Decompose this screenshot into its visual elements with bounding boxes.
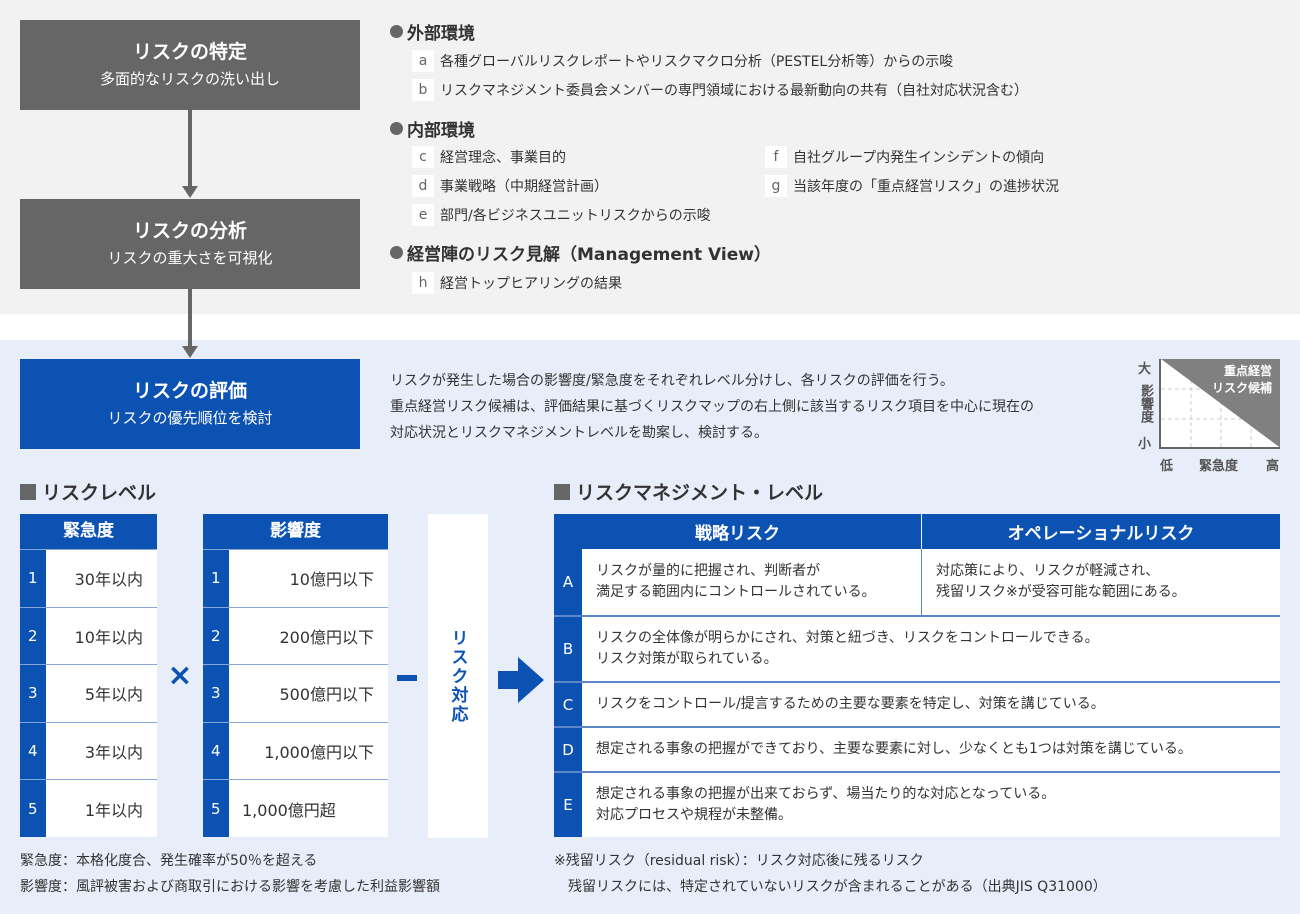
step-subtitle: リスクの重大さを可視化 bbox=[107, 249, 273, 267]
residual-risk-notes: ※残留リスク（residual risk）：リスク対応後に残るリスク 残留リスク… bbox=[554, 853, 1107, 895]
down-arrow-icon bbox=[182, 346, 198, 358]
step-evaluation: リスクの評価 リスクの優先順位を検討 bbox=[20, 359, 360, 449]
priority-risk-candidate-label: 重点経営 リスク候補 bbox=[1211, 364, 1272, 395]
management-level-heading: リスクマネジメント・レベル bbox=[554, 478, 823, 505]
step-subtitle: リスクの優先順位を検討 bbox=[107, 409, 273, 427]
source-item-b: b リスクマネジメント委員会メンバーの専門領域における最新動向の共有（自社対応状… bbox=[412, 78, 1028, 102]
down-arrow-icon bbox=[182, 186, 198, 198]
multiply-icon: × bbox=[167, 658, 193, 693]
bullet-icon bbox=[390, 246, 403, 259]
risk-level-notes: 緊急度：本格化度合、発生確率が50％を超える 影響度：風評被害および商取引におけ… bbox=[20, 853, 440, 895]
table-header: 戦略リスク オペレーショナルリスク bbox=[554, 514, 1280, 549]
step-analysis: リスクの分析 リスクの重大さを可視化 bbox=[20, 199, 360, 289]
evaluation-description: リスクが発生した場合の影響度/緊急度をそれぞれレベル分けし、各リスクの評価を行う… bbox=[390, 373, 1034, 441]
step-subtitle: 多面的なリスクの洗い出し bbox=[99, 70, 280, 88]
source-item-d: d 事業戦略（中期経営計画） bbox=[412, 174, 608, 198]
internal-environment-heading: 内部環境 bbox=[390, 116, 475, 141]
table-row-c: C リスクをコントロール/提言するための主要な要素を特定し、対策を講じている。 bbox=[554, 681, 1280, 726]
step-title: リスクの特定 bbox=[132, 41, 247, 63]
bullet-icon bbox=[390, 25, 403, 38]
minus-icon bbox=[397, 675, 417, 681]
source-item-c: c 経営理念、事業目的 bbox=[412, 145, 566, 169]
bullet-icon bbox=[390, 122, 403, 135]
external-environment-heading: 外部環境 bbox=[390, 19, 475, 44]
source-item-f: f 自社グループ内発生インシデントの傾向 bbox=[765, 145, 1044, 169]
risk-map-plot: 重点経営 リスク候補 bbox=[1159, 359, 1280, 449]
right-arrow-icon bbox=[498, 657, 544, 703]
source-item-e: e 部門/各ビジネスユニットリスクからの示唆 bbox=[412, 203, 711, 227]
table-row-d: D 想定される事象の把握ができており、主要な要素に対し、少なくとも1つは対策を講… bbox=[554, 726, 1280, 771]
step-title: リスクの分析 bbox=[132, 220, 247, 242]
flow-connector bbox=[188, 110, 192, 186]
column-header-strategic: 戦略リスク bbox=[554, 514, 922, 549]
square-bullet-icon bbox=[554, 483, 570, 500]
source-item-h: h 経営トップヒアリングの結果 bbox=[412, 271, 622, 295]
step-identification: リスクの特定 多面的なリスクの洗い出し bbox=[20, 20, 360, 110]
table-row-a: A リスクが量的に把握され、判断者が満足する範囲内にコントロールされている。 対… bbox=[554, 549, 1280, 615]
risk-map-grid bbox=[1161, 359, 1280, 447]
management-level-table: 戦略リスク オペレーショナルリスク A リスクが量的に把握され、判断者が満足する… bbox=[554, 514, 1280, 837]
table-row-b: B リスクの全体像が明らかにされ、対策と紐づき、リスクをコントロールできる。リス… bbox=[554, 615, 1280, 681]
risk-map: 大 影響度 小 重点経営 リスク候補 低 緊急度 高 bbox=[1120, 350, 1300, 480]
impact-header: 影響度 bbox=[203, 514, 388, 549]
source-item-g: g 当該年度の「重点経営リスク」の進捗状況 bbox=[765, 174, 1059, 198]
risk-response-box: リスク対応 bbox=[428, 514, 488, 838]
source-item-a: a 各種グローバルリスクレポートやリスクマクロ分析（PESTEL分析等）からの示… bbox=[412, 49, 953, 73]
square-bullet-icon bbox=[20, 483, 36, 500]
flow-connector bbox=[188, 289, 192, 346]
table-row-e: E 想定される事象の把握が出来ておらず、場当たり的な対応となっている。対応プロセ… bbox=[554, 771, 1280, 837]
management-view-heading: 経営陣のリスク見解（Management View） bbox=[390, 240, 771, 265]
column-header-operational: オペレーショナルリスク bbox=[1007, 524, 1195, 544]
step-title: リスクの評価 bbox=[132, 380, 247, 402]
urgency-header: 緊急度 bbox=[20, 514, 157, 549]
risk-level-heading: リスクレベル bbox=[20, 478, 156, 505]
